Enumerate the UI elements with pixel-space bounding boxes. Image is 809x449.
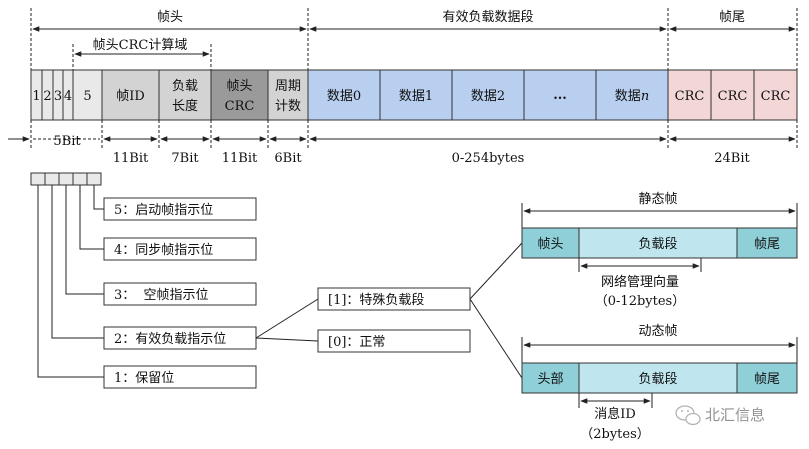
option-normal-box <box>317 329 471 353</box>
cycle-count-box <box>267 69 309 121</box>
width-cycle-label: 6Bit <box>274 151 302 166</box>
crc-label-3: CRC <box>761 89 791 104</box>
indicator-reserved-label: 1：保留位 <box>114 371 174 386</box>
wechat-icon <box>675 405 701 426</box>
indicator-sync-label: 4：同步帧指示位 <box>114 243 213 258</box>
crc-box-3 <box>753 69 798 121</box>
data1-label: 数据1 <box>399 89 433 104</box>
crc-label-1: CRC <box>675 89 705 104</box>
option-special-label: [1]：特殊负载段 <box>328 293 424 308</box>
dynamic-tail-label: 帧尾 <box>754 372 780 387</box>
indicator-reserved-box <box>103 365 257 389</box>
width-header-crc-label: 11Bit <box>222 151 258 166</box>
data2-box <box>451 69 525 121</box>
cycle-count-label-2: 计数 <box>275 99 301 114</box>
width-payload-length-label: 7Bit <box>171 151 199 166</box>
frame-field-row <box>30 69 798 121</box>
static-tail-box <box>736 227 798 259</box>
indicator-null-label: 3： 空帧指示位 <box>114 288 209 303</box>
bit-label-3: 3 <box>54 89 62 104</box>
dynamic-head-label: 头部 <box>537 372 563 387</box>
width-5bit-label: 5Bit <box>53 134 81 149</box>
data0-box <box>307 69 381 121</box>
width-frame-id-label: 11Bit <box>113 151 149 166</box>
static-tail-label: 帧尾 <box>754 237 780 252</box>
option-connectors <box>255 242 523 379</box>
crc-domain-label: 帧头CRC计算域 <box>93 38 188 53</box>
data-ellipsis-label: ... <box>553 88 567 103</box>
frame-tail-label: 帧尾 <box>719 10 745 25</box>
dynamic-payload-label: 负载段 <box>638 372 677 387</box>
bit-label-2: 2 <box>43 89 51 104</box>
datan-label: 数据n <box>615 89 649 104</box>
header-crc-label-2: CRC <box>225 99 255 114</box>
data2-label: 数据2 <box>471 89 505 104</box>
payload-length-label-1: 负载 <box>172 79 198 94</box>
indicator-sync-box <box>103 237 257 261</box>
static-payload-box <box>578 227 738 259</box>
width-crc-label: 24Bit <box>714 151 750 166</box>
top-dividers <box>30 8 798 70</box>
bit-label-4: 4 <box>64 89 72 104</box>
dynamic-frame-title: 动态帧 <box>638 324 677 339</box>
cycle-count-label-1: 周期 <box>275 79 301 94</box>
datan-box <box>595 69 669 121</box>
crc-label-2: CRC <box>718 89 748 104</box>
watermark-text: 北汇信息 <box>705 407 765 424</box>
option-normal-label: [0]：正常 <box>328 335 385 350</box>
indicator-bit-boxes <box>30 172 102 186</box>
crc-box-1 <box>667 69 712 121</box>
indicator-null-box <box>103 282 257 306</box>
data0-label: 数据0 <box>327 89 361 104</box>
width-payload-label: 0-254bytes <box>452 151 525 166</box>
payload-segment-label: 有效负载数据段 <box>442 10 533 25</box>
data-ellipsis-box <box>523 69 597 121</box>
static-head-label: 帧头 <box>537 237 563 252</box>
frame-header-label: 帧头 <box>157 10 183 25</box>
indicator-connectors <box>37 185 104 378</box>
width-dividers <box>30 120 798 150</box>
option-special-box <box>317 287 471 311</box>
bit-label-5: 5 <box>83 89 91 104</box>
datan-suffix: n <box>641 89 649 104</box>
bit-box-5 <box>72 69 103 121</box>
bit-label-1: 1 <box>32 89 40 104</box>
crc-box-2 <box>710 69 755 121</box>
frame-id-box <box>101 69 160 121</box>
vector-label: 网络管理向量 <box>601 274 679 290</box>
datan-prefix: 数据 <box>615 89 641 104</box>
static-frame-title: 静态帧 <box>638 192 677 207</box>
data1-box <box>379 69 453 121</box>
msgid-size-label: （2bytes） <box>580 427 650 442</box>
payload-length-box <box>158 69 212 121</box>
vector-size-label: （0-12bytes） <box>595 294 685 309</box>
indicator-startup-label: 5：启动帧指示位 <box>114 203 213 218</box>
payload-length-label-2: 长度 <box>172 98 198 114</box>
dynamic-payload-box <box>578 362 738 394</box>
dynamic-tail-box <box>736 362 798 394</box>
indicator-payload-label: 2：有效负载指示位 <box>114 332 226 347</box>
frame-id-label: 帧ID <box>116 89 145 104</box>
static-payload-label: 负载段 <box>638 237 677 252</box>
indicator-startup-box <box>103 197 257 221</box>
msgid-label: 消息ID <box>594 406 636 422</box>
header-crc-label-1: 帧头 <box>226 79 252 94</box>
